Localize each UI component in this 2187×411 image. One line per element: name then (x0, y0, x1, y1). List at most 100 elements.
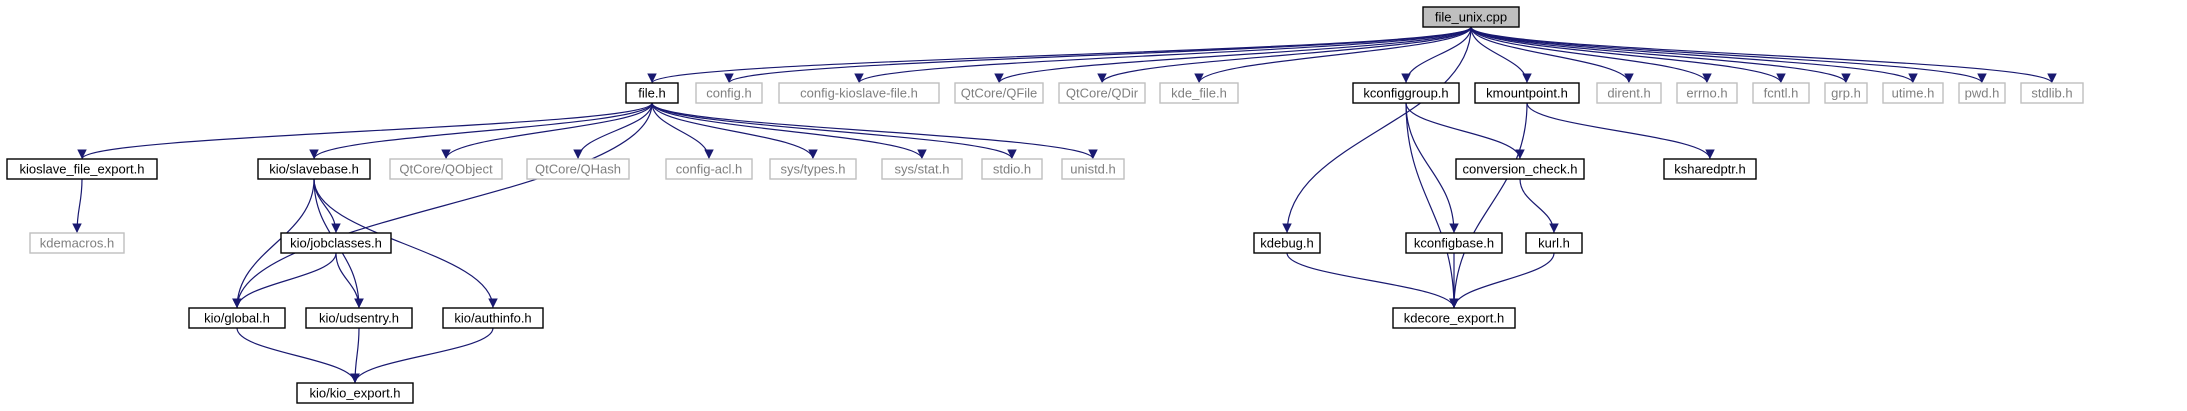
node-label: kio/authinfo.h (454, 311, 531, 326)
node-qfile: QtCore/QFile (954, 82, 1044, 104)
node-box (296, 382, 414, 404)
node-kconfiggroup[interactable]: kconfiggroup.h (1352, 82, 1460, 104)
node-utime: utime.h (1882, 82, 1944, 104)
node-kio_export[interactable]: kio/kio_export.h (296, 382, 414, 404)
edge-kurl-to-kdecore_export (1449, 252, 1555, 309)
node-jobclasses[interactable]: kio/jobclasses.h (280, 232, 392, 254)
edge-file_unix-to-errno (1470, 26, 1712, 84)
node-slavebase[interactable]: kio/slavebase.h (257, 158, 371, 180)
node-label: sys/types.h (780, 162, 845, 177)
edge-kdebug-to-kdecore_export (1286, 252, 1459, 309)
node-udsentry[interactable]: kio/udsentry.h (305, 307, 413, 329)
node-kde_file: kde_file.h (1159, 82, 1239, 104)
node-label: config-kioslave-file.h (800, 86, 918, 101)
edge-jobclasses-to-kio_global (232, 252, 337, 309)
edge-file_h-to-qhash (573, 102, 653, 160)
node-kdebug[interactable]: kdebug.h (1253, 232, 1321, 254)
node-label: utime.h (1892, 86, 1935, 101)
node-label: stdlib.h (2031, 86, 2072, 101)
node-label: kio/kio_export.h (309, 386, 400, 401)
edge-file_h-to-config_acl (651, 102, 714, 160)
node-label: config.h (706, 86, 752, 101)
edge-conversion_check-to-kurl (1519, 178, 1559, 234)
edge-kmountpoint-to-ksharedptr (1526, 102, 1715, 160)
node-box (1352, 82, 1460, 104)
node-box (1663, 158, 1757, 180)
node-box (981, 158, 1043, 180)
node-box (2020, 82, 2084, 104)
node-box (695, 82, 763, 104)
node-kdemacros: kdemacros.h (29, 232, 125, 254)
edge-kioslave_export-to-kdemacros (72, 178, 83, 234)
node-qdir: QtCore/QDir (1058, 82, 1146, 104)
node-label: kio/global.h (204, 311, 270, 326)
edge-kio_global-to-kio_export (236, 327, 360, 384)
node-box (1061, 158, 1125, 180)
node-config_kioslave: config-kioslave-file.h (778, 82, 940, 104)
edge-authinfo-to-kio_export (350, 327, 494, 384)
node-label: sys/stat.h (895, 162, 950, 177)
node-label: kio/jobclasses.h (290, 236, 382, 251)
node-box (1882, 82, 1944, 104)
node-config_acl: config-acl.h (665, 158, 753, 180)
node-label: kmountpoint.h (1486, 86, 1568, 101)
node-qhash: QtCore/QHash (526, 158, 630, 180)
node-box (1824, 82, 1868, 104)
node-box (1958, 82, 2006, 104)
node-label: pwd.h (1965, 86, 2000, 101)
node-box (1455, 158, 1585, 180)
edge-file_unix-to-pwd (1470, 26, 1987, 84)
node-box (778, 82, 940, 104)
node-kioslave_export[interactable]: kioslave_file_export.h (6, 158, 158, 180)
node-ksharedptr[interactable]: ksharedptr.h (1663, 158, 1757, 180)
node-label: file_unix.cpp (1435, 10, 1507, 25)
node-fcntl: fcntl.h (1752, 82, 1810, 104)
node-label: kdecore_export.h (1404, 311, 1504, 326)
node-label: kurl.h (1538, 236, 1570, 251)
node-authinfo[interactable]: kio/authinfo.h (442, 307, 544, 329)
node-errno: errno.h (1676, 82, 1738, 104)
node-label: conversion_check.h (1463, 162, 1578, 177)
node-stdio: stdio.h (981, 158, 1043, 180)
node-label: kde_file.h (1171, 86, 1227, 101)
node-label: file.h (638, 86, 665, 101)
node-box (305, 307, 413, 329)
node-box (881, 158, 963, 180)
node-label: kdebug.h (1260, 236, 1314, 251)
edge-kconfiggroup-to-kconfigbase (1405, 102, 1459, 234)
edge-file_unix-to-file_h (647, 26, 1472, 84)
node-label: QtCore/QObject (399, 162, 493, 177)
edge-file_unix-to-kdebug (1282, 26, 1472, 234)
edge-udsentry-to-kio_export (350, 327, 360, 384)
node-box (1159, 82, 1239, 104)
edge-file_unix-to-kmountpoint (1470, 26, 1532, 84)
edge-jobclasses-to-udsentry (335, 252, 364, 309)
edge-file_h-to-sys_types (651, 102, 818, 160)
node-dirent: dirent.h (1596, 82, 1662, 104)
node-box (29, 232, 125, 254)
node-file_h[interactable]: file.h (625, 82, 679, 104)
node-kio_global[interactable]: kio/global.h (188, 307, 286, 329)
edge-file_unix-to-grp (1470, 26, 1851, 84)
node-unistd: unistd.h (1061, 158, 1125, 180)
node-box (6, 158, 158, 180)
edge-file_h-to-slavebase (309, 102, 653, 160)
node-kconfigbase[interactable]: kconfigbase.h (1405, 232, 1503, 254)
node-kdecore_export[interactable]: kdecore_export.h (1392, 307, 1516, 329)
node-box (954, 82, 1044, 104)
node-kmountpoint[interactable]: kmountpoint.h (1474, 82, 1580, 104)
node-box (1058, 82, 1146, 104)
node-box (1405, 232, 1503, 254)
node-box (389, 158, 503, 180)
node-qobject: QtCore/QObject (389, 158, 503, 180)
node-label: config-acl.h (676, 162, 742, 177)
edges-layer (72, 26, 2057, 384)
node-conversion_check[interactable]: conversion_check.h (1455, 158, 1585, 180)
node-kurl[interactable]: kurl.h (1525, 232, 1583, 254)
node-label: kconfigbase.h (1414, 236, 1494, 251)
node-file_unix[interactable]: file_unix.cpp (1422, 6, 1520, 28)
edge-kconfiggroup-to-kdecore_export (1405, 102, 1459, 309)
node-box (188, 307, 286, 329)
edge-file_unix-to-qdir (1097, 26, 1472, 84)
node-label: QtCore/QDir (1066, 86, 1139, 101)
